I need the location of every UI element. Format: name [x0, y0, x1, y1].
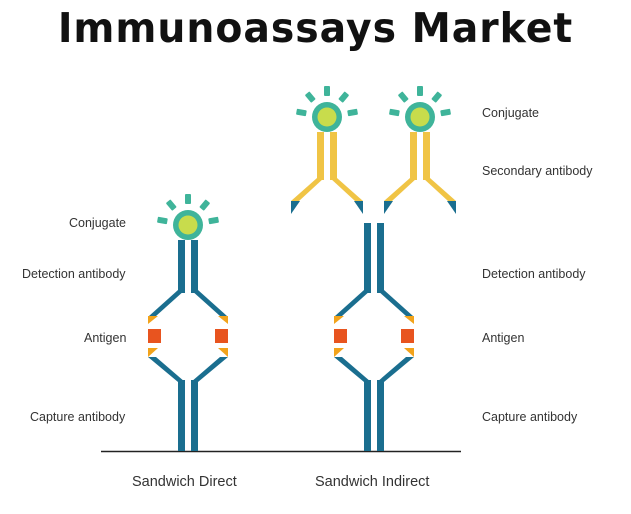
label-right-secondary-antibody: Secondary antibody: [482, 164, 593, 178]
label-left-conjugate: Conjugate: [69, 216, 126, 230]
direct-capture-antibody: [148, 348, 228, 451]
indirect-detection-antibody: [334, 223, 414, 324]
direct-conjugate: [156, 194, 220, 240]
indirect-antigen: [334, 329, 414, 343]
label-right-capture-antibody: Capture antibody: [482, 410, 578, 424]
label-left-capture-antibody: Capture antibody: [30, 410, 126, 424]
label-right-detection-antibody: Detection antibody: [482, 267, 586, 281]
label-right-conjugate: Conjugate: [482, 106, 539, 120]
direct-antigen: [148, 329, 228, 343]
direct-detection-antibody: [148, 240, 228, 324]
indirect-assay: [334, 223, 414, 451]
secondary-antibody-right: [384, 86, 456, 214]
caption-sandwich-indirect: Sandwich Indirect: [315, 474, 430, 490]
label-right-antigen: Antigen: [482, 331, 525, 345]
label-left-detection-antibody: Detection antibody: [22, 267, 126, 281]
direct-assay: [148, 194, 228, 451]
indirect-capture-antibody: [334, 348, 414, 451]
secondary-right-conjugate: [388, 86, 452, 132]
label-left-antigen: Antigen: [84, 331, 127, 345]
secondary-antibody-left: [291, 86, 363, 214]
page-title: Immunoassays Market: [57, 4, 574, 52]
caption-sandwich-direct: Sandwich Direct: [132, 474, 237, 490]
secondary-left-conjugate: [295, 86, 359, 132]
